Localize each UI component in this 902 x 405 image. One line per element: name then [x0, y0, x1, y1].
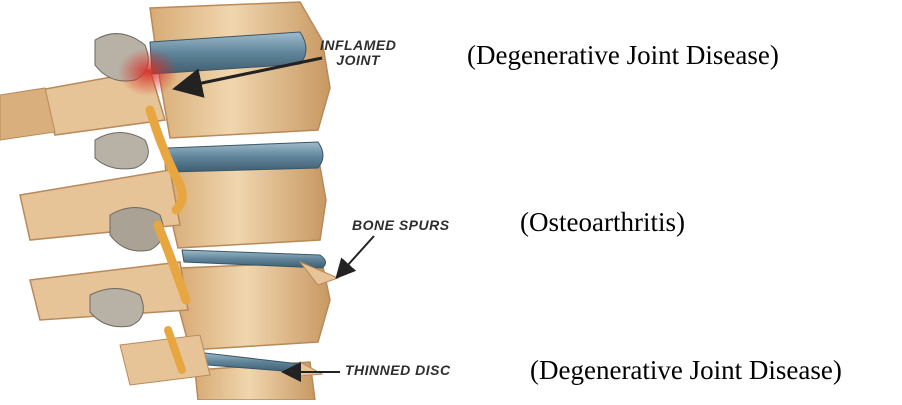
- bone-spurs-arrow: [338, 236, 374, 276]
- inflamed-joint-label-line1: INFLAMED: [320, 38, 396, 53]
- bone-spurs-label: BONE SPURS: [352, 218, 450, 233]
- inflamed-joint-label-line2: JOINT: [320, 53, 396, 68]
- bone-spurs-description: (Osteoarthritis): [520, 207, 685, 238]
- inflamed-joint-highlight: [118, 48, 178, 96]
- thinned-disc-label: THINNED DISC: [345, 363, 451, 378]
- inflamed-joint-description: (Degenerative Joint Disease): [467, 40, 779, 71]
- inflamed-joint-label: INFLAMED JOINT: [320, 38, 396, 68]
- thinned-disc-description: (Degenerative Joint Disease): [530, 355, 842, 386]
